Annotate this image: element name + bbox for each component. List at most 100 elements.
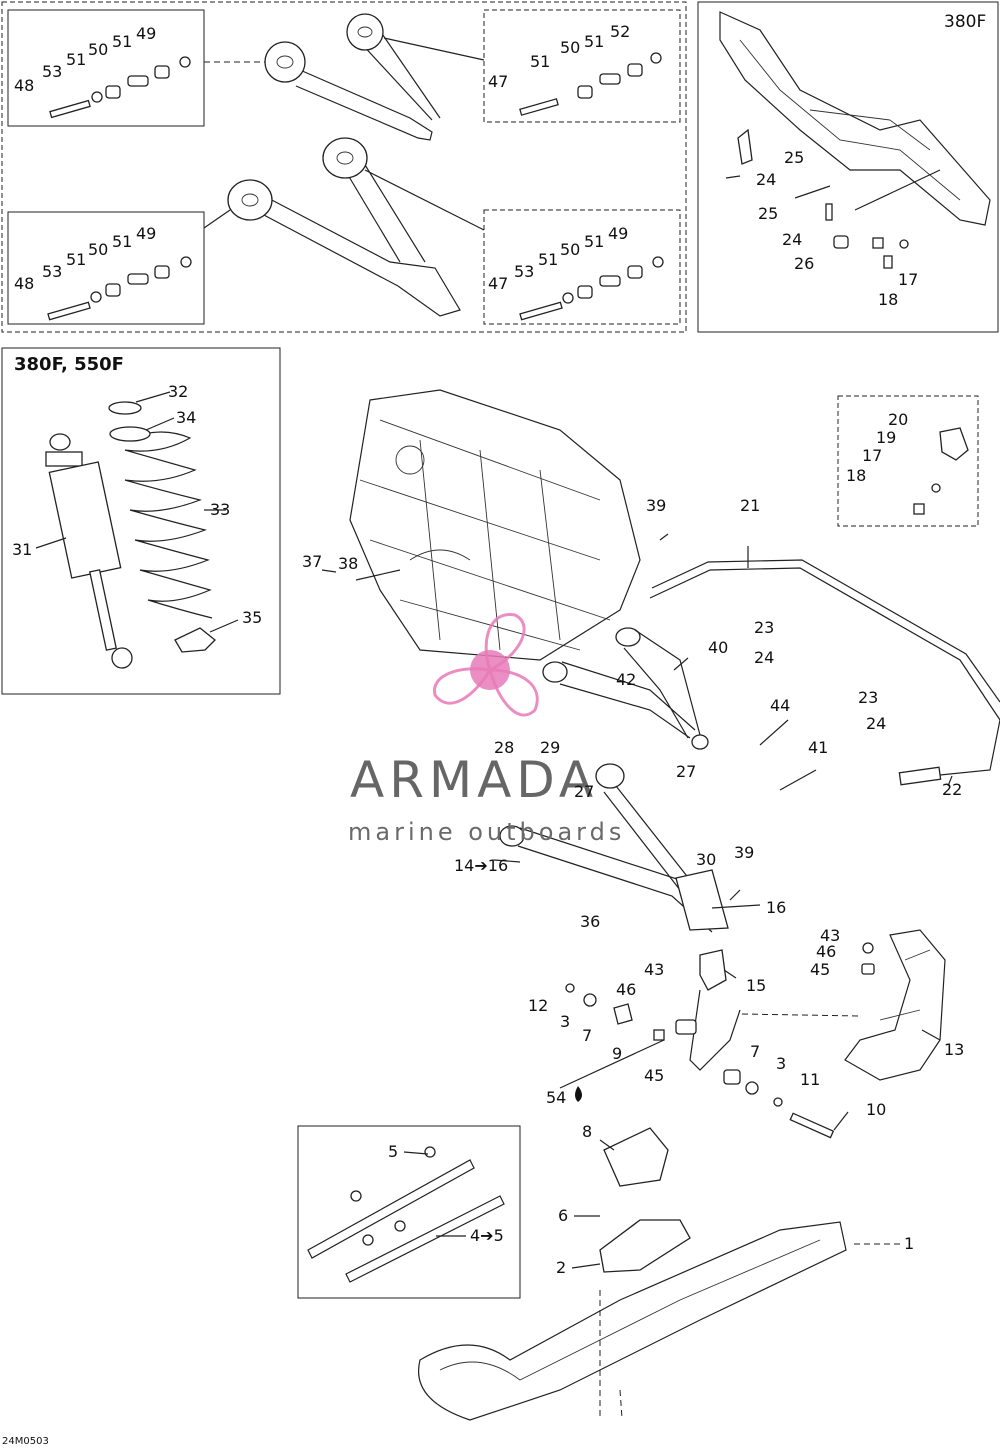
callout-17: 17 — [898, 270, 919, 289]
callout-8: 8 — [582, 1122, 593, 1141]
callout-51: 51 — [112, 232, 133, 251]
callout-3: 3 — [776, 1054, 787, 1073]
callout-24: 24 — [756, 170, 777, 189]
callout-48: 48 — [14, 76, 35, 95]
reference-code: 24M0503 — [2, 1436, 49, 1447]
callout-26: 26 — [794, 254, 815, 273]
ski-leg — [741, 929, 946, 1081]
callout-27: 27 — [676, 762, 697, 781]
inset-title-shock: 380F, 550F — [14, 354, 124, 375]
callout-44: 44 — [770, 696, 791, 715]
callout-50: 50 — [88, 240, 109, 259]
lower-a-arm — [499, 763, 729, 933]
callout-9: 9 — [612, 1044, 623, 1063]
ski — [418, 1127, 900, 1421]
watermark-logo — [420, 600, 560, 740]
callout-46: 46 — [816, 942, 837, 961]
callout-12: 12 — [528, 996, 549, 1015]
callout-42: 42 — [616, 670, 637, 689]
callout-51: 51 — [66, 50, 87, 69]
callout-21: 21 — [740, 496, 761, 515]
callout-13: 13 — [944, 1040, 965, 1059]
callout-53: 53 — [42, 62, 63, 81]
callout-31: 31 — [12, 540, 33, 559]
callout-47: 47 — [488, 72, 509, 91]
callout-45: 45 — [644, 1066, 665, 1085]
callout-32: 32 — [168, 382, 189, 401]
callout-29: 29 — [540, 738, 561, 757]
callout-52: 52 — [610, 22, 631, 41]
callout-50: 50 — [560, 38, 581, 57]
callout-38: 38 — [338, 554, 359, 573]
callout-46: 46 — [616, 980, 637, 999]
callout-6: 6 — [558, 1206, 569, 1225]
carbide-runner-inset — [297, 1125, 521, 1299]
callout-39: 39 — [734, 843, 755, 862]
callout-22: 22 — [942, 780, 963, 799]
callout-7: 7 — [750, 1042, 761, 1061]
top-right-380f-inset — [697, 1, 999, 333]
callout-25: 25 — [784, 148, 805, 167]
callout-51: 51 — [530, 52, 551, 71]
callout-5: 5 — [388, 1142, 399, 1161]
sway-bar — [649, 559, 1000, 786]
callout-43: 43 — [644, 960, 665, 979]
callout-53: 53 — [514, 262, 535, 281]
callout-18: 18 — [878, 290, 899, 309]
top-left-arm-inset — [1, 1, 687, 333]
callout-45: 45 — [810, 960, 831, 979]
callout-24: 24 — [754, 648, 775, 667]
callout-3: 3 — [560, 1012, 571, 1031]
callout-2: 2 — [556, 1258, 567, 1277]
shock-absorber-inset — [1, 347, 281, 695]
propeller-icon — [433, 613, 539, 717]
hardware-set-bottom-left — [47, 256, 192, 321]
callout-37: 37 — [302, 552, 323, 571]
callout-51: 51 — [112, 32, 133, 51]
callout-43: 43 — [820, 926, 841, 945]
callout-7: 7 — [582, 1026, 593, 1045]
callout-15: 15 — [746, 976, 767, 995]
callout-49: 49 — [136, 24, 157, 43]
callout-51: 51 — [538, 250, 559, 269]
coil-spring — [124, 431, 213, 619]
callout-20: 20 — [888, 410, 909, 429]
callout-35: 35 — [242, 608, 263, 627]
callout-14-to-16: 14➔16 — [454, 856, 509, 875]
callout-25: 25 — [758, 204, 779, 223]
callout-50: 50 — [560, 240, 581, 259]
callout-17: 17 — [862, 446, 883, 465]
callout-28: 28 — [494, 738, 515, 757]
callout-16: 16 — [766, 898, 787, 917]
callout-24: 24 — [782, 230, 803, 249]
hardware-set-top-right — [519, 52, 662, 116]
callout-4-to-5: 4➔5 — [470, 1226, 504, 1245]
callout-36: 36 — [580, 912, 601, 931]
callout-48: 48 — [14, 274, 35, 293]
callout-49: 49 — [608, 224, 629, 243]
callout-51: 51 — [66, 250, 87, 269]
callout-24: 24 — [866, 714, 887, 733]
callout-53: 53 — [42, 262, 63, 281]
callout-18: 18 — [846, 466, 867, 485]
spindle-assembly — [565, 949, 835, 1139]
callout-11: 11 — [800, 1070, 821, 1089]
callout-39: 39 — [646, 496, 667, 515]
upper-a-arm — [542, 627, 709, 750]
watermark-name: ARMADA — [350, 751, 599, 809]
hardware-set-top-left — [49, 56, 191, 119]
leader-lines — [35, 391, 953, 1419]
callout-19: 19 — [876, 428, 897, 447]
hardware-set-bottom-right — [519, 256, 664, 321]
callout-41: 41 — [808, 738, 829, 757]
callout-23: 23 — [858, 688, 879, 707]
bracket-sub-inset — [837, 395, 979, 527]
callout-49: 49 — [136, 224, 157, 243]
callout-27: 27 — [574, 782, 595, 801]
callout-47: 47 — [488, 274, 509, 293]
callout-51: 51 — [584, 232, 605, 251]
callout-34: 34 — [176, 408, 197, 427]
callout-40: 40 — [708, 638, 729, 657]
inset-title-380f: 380F — [944, 12, 987, 32]
